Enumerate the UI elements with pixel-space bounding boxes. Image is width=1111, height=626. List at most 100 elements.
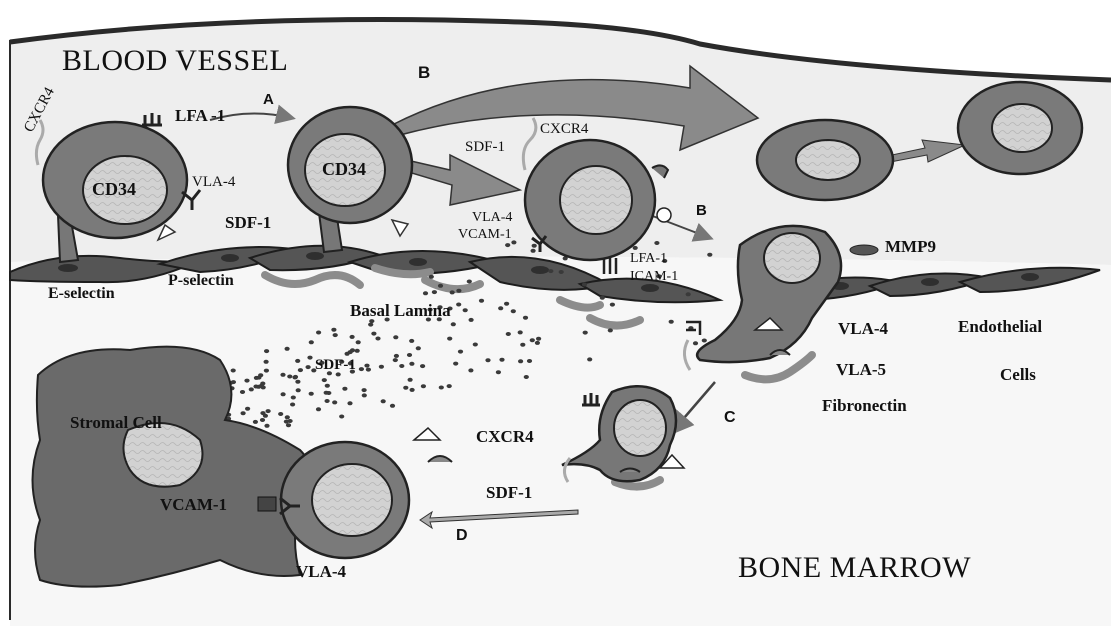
sdf1-dot [256,385,261,389]
sdf1-dot [416,346,421,350]
sdf1-dot [256,376,261,380]
sdf1-label-marrow: SDF-1 [315,358,356,373]
sdf1-dot [359,367,364,371]
sdf1-dot [610,303,615,307]
sdf1-dot [511,240,516,244]
sdf1-dot [458,350,463,354]
sdf1-dot [362,393,367,397]
sdf1-dot [506,332,511,336]
sdf1-dot [295,380,300,384]
sdf1-dot [339,415,344,419]
vcam1-label-mid: VCAM-1 [458,228,512,242]
sdf1-dot [287,375,292,379]
sdf1-dot [467,280,472,284]
sdf1-dot [390,404,395,408]
sdf1-dot [587,357,592,361]
sdf1-dot [432,290,437,294]
sdf1-dot [438,284,443,288]
sdf1-dot [249,387,254,391]
sdf1-label-bottom: SDF-1 [486,484,532,501]
sdf1-dot [450,290,455,294]
sdf1-dot [530,338,535,342]
sdf1-dot [316,407,321,411]
sdf1-dot [403,386,408,390]
sdf1-dot [264,360,269,364]
cd34-label-1: CD34 [92,180,136,198]
sdf1-dot [527,359,532,363]
sdf1-dot [261,385,266,389]
sdf1-dot [309,340,314,344]
sdf1-dot [345,352,350,356]
sdf1-dot [260,382,265,386]
sdf1-dot [291,396,296,400]
sdf1-dot [654,241,659,245]
sdf1-dot [285,415,290,419]
sdf1-dot [531,249,536,253]
fibronectin-label: Fibronectin [822,397,907,414]
sdf1-dot [278,412,283,416]
sdf1-dot [511,309,516,313]
vla4-label-top: VLA-4 [192,175,235,190]
vla4-label-bottom: VLA-4 [296,563,346,580]
sdf1-dot [260,418,265,422]
sdf1-dot [524,375,529,379]
sdf1-dot [264,424,269,428]
sdf1-dot [407,353,412,357]
sdf1-dot [429,275,434,279]
sdf1-dot [309,392,314,396]
blood-vessel-label: BLOOD VESSEL [62,46,288,76]
sdf1-dot [356,340,361,344]
basal-lamina-label: Basal Lamina [350,302,451,319]
stromal-nucleus [123,423,202,487]
sdf1-dot [306,365,311,369]
sdf1-dot [439,386,444,390]
vla5-label: VLA-5 [836,361,886,378]
sdf1-dot [325,384,330,388]
sdf1-dot [559,270,564,274]
sdf1-dot [241,411,246,415]
sdf1-dot [393,335,398,339]
stromal-cell-label: Stromal Cell [70,414,162,431]
sdf1-dot [307,356,312,360]
lfa1-label-mid: LFA-1 [630,252,667,266]
sdf1-dot [473,343,478,347]
cxcr4-label-bottom: CXCR4 [476,428,534,445]
sdf1-dot [285,347,290,351]
sdf1-dot [469,318,474,322]
sdf1-dot [499,358,504,362]
mmp9-label: MMP9 [885,238,936,255]
sdf1-dot [379,365,384,369]
sdf1-dot [518,330,523,334]
sdf1-dot [410,388,415,392]
sdf1-dot [535,341,540,345]
sdf1-dot [281,392,286,396]
sdf1-dot [702,339,707,343]
sdf1-dot [381,399,386,403]
endothelial-cells-label: Cells [1000,366,1036,383]
sdf1-dot [325,399,330,403]
sdf1-dot [686,292,691,296]
sdf1-dot [399,364,404,368]
sdf1-dot [532,244,537,248]
sdf1-dot [456,289,461,293]
lfa1-label-top: LFA -1 [175,107,225,124]
sdf1-dot [408,378,413,382]
sdf1-dot [463,308,468,312]
icam1-label: ICAM-1 [630,270,678,284]
sdf1-dot [633,246,638,250]
sdf1-dot [548,269,553,273]
cd34-label-2: CD34 [322,160,366,178]
e-selectin-label: E-selectin [48,286,115,302]
bone-marrow-label: BONE MARROW [738,553,971,583]
sdf1-dot [582,283,587,287]
vla4-label-right: VLA-4 [838,320,888,337]
sdf1-dot [244,379,249,383]
sdf1-dot [253,420,258,424]
sdf1-dot [468,368,473,372]
sdf1-dot [331,328,336,332]
sdf1-dot [316,331,321,335]
sdf1-dot [423,291,428,295]
sdf1-dot [505,243,510,247]
sdf1-dot [518,359,523,363]
